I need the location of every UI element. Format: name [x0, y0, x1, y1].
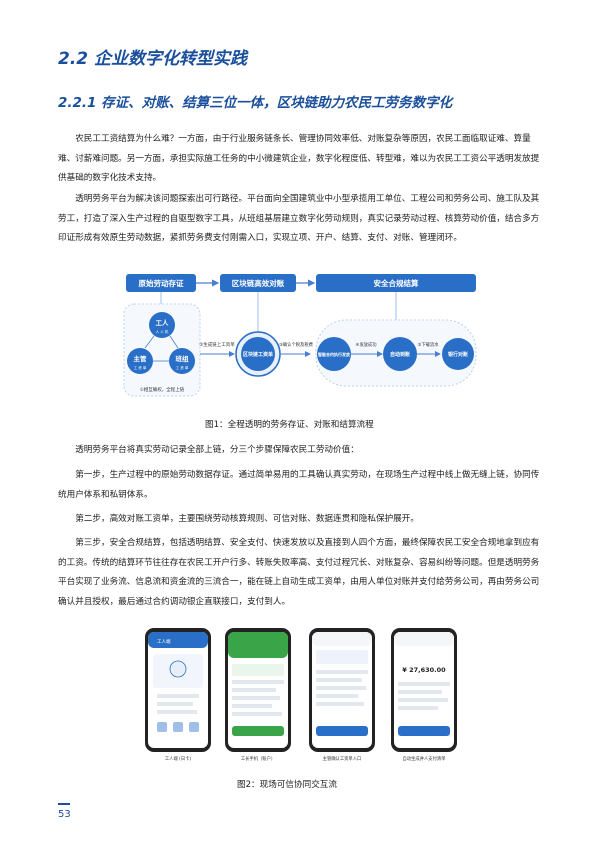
phone1-caption: 工人端 (日卡) — [165, 755, 192, 762]
mutual-confirm-note: ①相互确权，全程上链 — [140, 386, 185, 393]
smart-contract-label: 智能合约执行发放 — [318, 351, 351, 357]
phone-worker-app: 工人端 工人端 (日卡) — [145, 628, 211, 762]
page-number: 53 — [58, 809, 71, 820]
team-leader-node — [169, 348, 195, 374]
paragraph-4: 第一步，生产过程中的原始劳动数据存证。通过简单易用的工具确认真实劳动，在现场生产… — [58, 470, 540, 500]
phone-foreman-app: 工长手机（账户） — [225, 628, 291, 762]
phone3-caption: 主管确认工资单入口 — [323, 755, 362, 762]
step4-label: ④发放成功 — [355, 341, 377, 348]
foreman-sublabel: 工 资 单 — [134, 365, 147, 370]
header-left-label: 原始劳动存证 — [139, 278, 184, 288]
phone-manager-app: 主管确认工资单入口 — [309, 628, 375, 762]
figure1-caption: 图1：全程透明的劳务存证、对账和结算流程 — [205, 420, 374, 430]
auto-bank-label: 自动到账 — [390, 351, 410, 358]
bank-recon-label: 银行对账 — [447, 351, 468, 358]
phone2-caption: 工长手机（账户） — [241, 755, 275, 762]
figure2-caption: 图2：现场可信协同交互流 — [237, 780, 337, 790]
step2-label: ②生成链上工资单 — [199, 341, 235, 348]
worker-label: 工人 — [156, 318, 170, 327]
workflow-diagram: 原始劳动存证 区块链高效对账 安全合规结算 工人 人 人 机 主管 工 资 单 … — [123, 274, 477, 397]
phone-screens-figure: 工人端 工人端 (日卡) 工长手机（账户） 主管确认工资单入 — [145, 628, 457, 762]
section-title: 2.2 企业数字化转型实践 — [58, 49, 248, 69]
step5-label: ⑤下载流水 — [417, 341, 439, 348]
team-leader-label: 班组 — [176, 354, 190, 363]
header-left-box — [126, 274, 196, 292]
smart-contract-node — [317, 337, 351, 371]
phone1-title: 工人端 — [157, 638, 171, 645]
worker-sublabel: 人 人 机 — [156, 329, 169, 334]
paragraph-5: 第二步，高效对账工资单，主要围绕劳动核算规则、可信对账、数据连贯和隐私保护展开。 — [75, 514, 419, 524]
paragraph-3: 透明劳务平台将真实劳动记录全部上链，分三个步骤保障农民工劳动价值： — [75, 445, 359, 455]
bank-recon-node — [442, 338, 474, 370]
header-right-box — [316, 274, 476, 292]
paragraph-1: 农民工工资结算为什么难？一方面，由于行业服务链条长、管理协同效率低、对账复杂等原… — [58, 134, 540, 183]
step3-label: ③确认个税及税费 — [279, 341, 314, 348]
team-leader-sublabel: 工 资 单 — [176, 365, 189, 370]
header-right-label: 安全合规结算 — [374, 278, 419, 288]
foreman-node — [127, 348, 153, 374]
paragraph-2: 透明劳务平台为解决该问题探索出可行路径。平台面向全国建筑业中小型承揽用工单位、工… — [58, 194, 540, 243]
phone4-amount: ¥ 27,630.00 — [402, 666, 446, 674]
worker-node — [149, 312, 175, 338]
subsection-title: 2.2.1 存证、对账、结算三位一体，区块链助力农民工劳务数字化 — [58, 95, 453, 111]
phone-payment-app: ¥ 27,630.00 自动生成并人支付清单 — [391, 628, 457, 762]
chain-payroll-label: 区块链工资单 — [243, 351, 273, 358]
page-number-bar — [58, 803, 70, 805]
header-mid-box — [220, 274, 296, 292]
header-mid-label: 区块链高效对账 — [232, 278, 285, 288]
foreman-label: 主管 — [134, 354, 148, 363]
paragraph-6: 第三步，安全合规结算，包括透明结算、安全支付、快速发放以及直接到人四个方面，最终… — [58, 538, 540, 607]
phone4-caption: 自动生成并人支付清单 — [403, 755, 447, 762]
auto-bank-node — [383, 337, 417, 371]
